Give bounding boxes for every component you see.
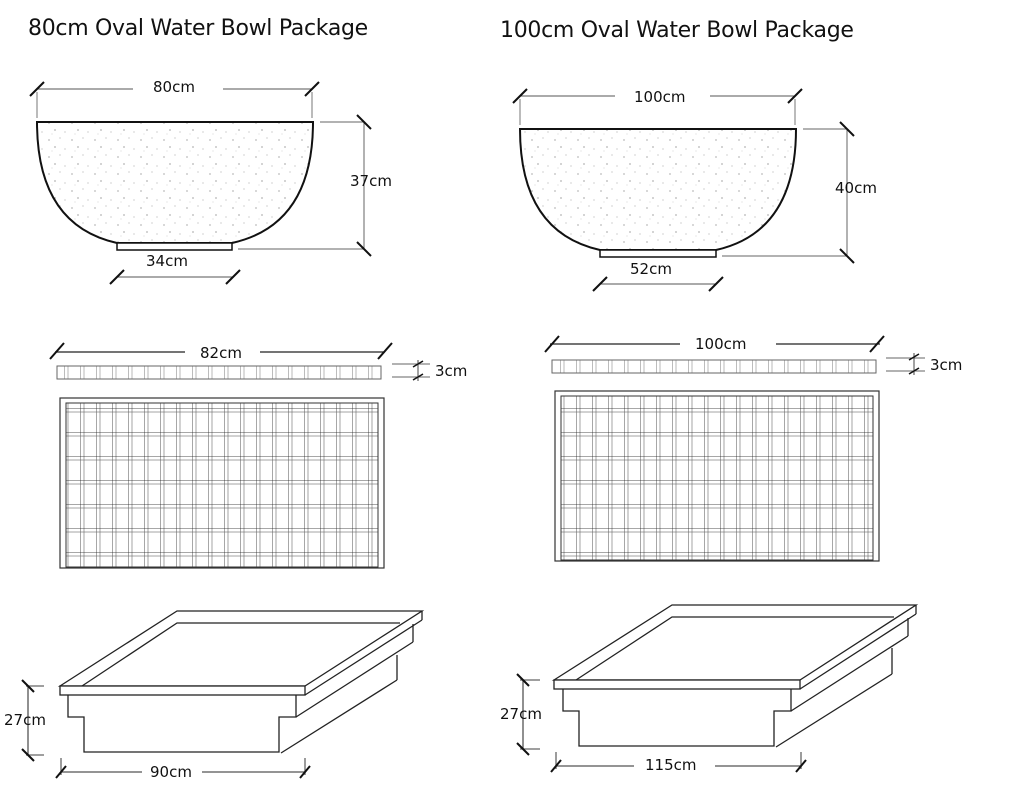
- right-basin-height: 27cm: [500, 705, 542, 723]
- left-grate-width: 82cm: [200, 344, 242, 362]
- left-basin-height: 27cm: [4, 711, 46, 729]
- right-package-title: 100cm Oval Water Bowl Package: [500, 18, 854, 43]
- right-basin-drawing: [516, 604, 919, 773]
- left-grate-drawing: 82cm 3cm: [49, 342, 467, 569]
- right-grate-thickness: 3cm: [930, 356, 962, 374]
- right-grate-drawing: 100cm 3cm: [544, 335, 962, 562]
- right-basin-width: 115cm: [645, 756, 697, 774]
- left-bowl-drawing: 80cm 37cm 34cm: [29, 78, 392, 285]
- right-bowl-base-width: 52cm: [630, 260, 672, 278]
- right-bowl-height: 40cm: [835, 179, 877, 197]
- left-grate-thickness: 3cm: [435, 362, 467, 380]
- left-package-title: 80cm Oval Water Bowl Package: [28, 16, 368, 41]
- right-bowl-drawing: 100cm 40cm 52cm: [512, 88, 877, 292]
- left-basin-width: 90cm: [150, 763, 192, 781]
- left-bowl-height: 37cm: [350, 172, 392, 190]
- left-basin-drawing: [21, 610, 425, 779]
- right-bowl-top-width: 100cm: [634, 88, 686, 106]
- right-grate-width: 100cm: [695, 335, 747, 353]
- left-bowl-base-width: 34cm: [146, 252, 188, 270]
- left-bowl-top-width: 80cm: [153, 78, 195, 96]
